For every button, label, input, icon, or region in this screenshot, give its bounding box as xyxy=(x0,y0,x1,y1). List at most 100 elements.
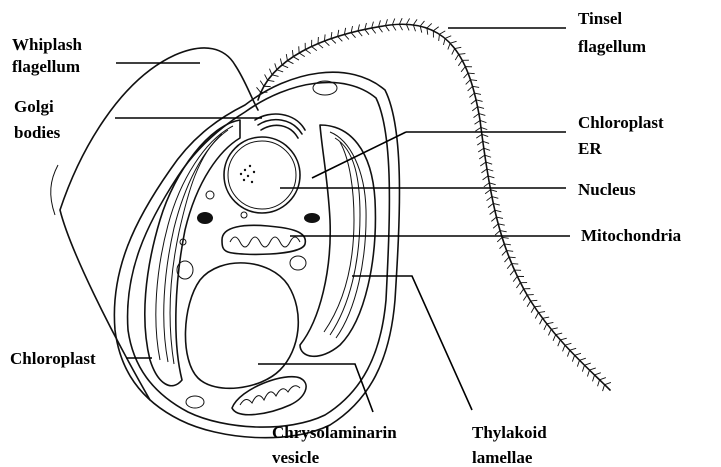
label-thylakoid-lamellae: Thylakoid lamellae xyxy=(472,423,551,467)
label-mitochondria: Mitochondria xyxy=(581,226,682,245)
nucleolus xyxy=(240,165,255,183)
tinsel-hair xyxy=(470,80,477,81)
tinsel-hair xyxy=(312,47,317,51)
tinsel-hair xyxy=(534,306,541,307)
tinsel-hair xyxy=(480,162,485,166)
tinsel-hair xyxy=(472,107,477,111)
tinsel-hair xyxy=(603,385,605,391)
tinsel-hair xyxy=(324,41,329,46)
tinsel-hair xyxy=(399,24,402,30)
tinsel-hair xyxy=(476,134,482,138)
tinsel-hair xyxy=(269,69,272,75)
tinsel-hair xyxy=(475,120,481,124)
tinsel-hair xyxy=(485,190,490,194)
tinsel-hair xyxy=(344,34,349,39)
tinsel-hair xyxy=(531,307,534,313)
tinsel-hair xyxy=(468,86,473,91)
tinsel-hair xyxy=(483,176,488,180)
tinsel-hair xyxy=(491,217,496,221)
label-whiplash-flagellum: Whiplash flagellum xyxy=(12,35,86,76)
tinsel-hair xyxy=(513,276,517,281)
tinsel-hair xyxy=(293,57,299,60)
tinsel-hair xyxy=(475,127,481,131)
tinsel-hair xyxy=(488,203,493,207)
tinsel-hair xyxy=(527,301,530,307)
tinsel-hair xyxy=(268,80,275,81)
chloroplast-left xyxy=(145,120,240,386)
tinsel-hair xyxy=(399,18,402,24)
tinsel-hair xyxy=(523,295,527,301)
tinsel-hair xyxy=(372,28,376,33)
tinsel-hair xyxy=(551,328,558,329)
tinsel-hair xyxy=(305,50,310,54)
label-tinsel-flagellum: Tinsel flagellum xyxy=(578,9,646,56)
tinsel-hair xyxy=(439,34,440,41)
tinsel-hair xyxy=(563,345,565,351)
vesicle xyxy=(186,396,204,408)
tinsel-hair xyxy=(558,340,560,346)
tinsel-hair xyxy=(484,183,489,187)
tinsel-hair xyxy=(478,148,484,152)
tinsel-hair xyxy=(477,141,483,145)
tinsel-hair xyxy=(272,75,279,77)
tinsel-hair xyxy=(358,31,362,36)
nucleus xyxy=(224,137,300,213)
leader-thylakoid xyxy=(352,276,472,410)
whiplash-flagellum-inner xyxy=(51,165,58,215)
vesicle xyxy=(304,213,320,223)
label-chloroplast: Chloroplast xyxy=(10,349,96,368)
tinsel-hair xyxy=(502,251,507,256)
tinsel-hair xyxy=(406,18,409,24)
tinsel-hair xyxy=(466,80,471,85)
label-chrysolaminarin-vesicle: Chrysolaminarin vesicle xyxy=(272,423,401,467)
tinsel-hair xyxy=(452,49,455,55)
label-nucleus: Nucleus xyxy=(578,180,636,199)
tinsel-hair xyxy=(516,283,520,288)
vesicle xyxy=(206,191,214,199)
tinsel-hair xyxy=(510,270,514,275)
vesicle xyxy=(197,212,213,224)
tinsel-hair xyxy=(553,335,556,341)
tinsel-hair xyxy=(509,257,516,258)
tinsel-hair xyxy=(277,70,283,72)
tinsel-hair xyxy=(445,36,451,39)
tinsel-hair xyxy=(318,44,323,48)
tinsel-hair xyxy=(282,65,288,68)
tinsel-hair xyxy=(351,33,355,38)
tinsel-hair xyxy=(598,380,600,386)
tinsel-hair xyxy=(538,312,545,313)
tinsel-hair xyxy=(474,114,479,118)
tinsel-hair xyxy=(471,100,476,104)
tinsel-hair xyxy=(331,39,336,44)
tinsel-hair xyxy=(570,348,576,350)
tinsel-hair xyxy=(450,41,456,43)
label-chloroplast-er: Chloroplast ER xyxy=(578,113,668,158)
tinsel-hair xyxy=(443,38,445,45)
tinsel-hair xyxy=(575,353,581,355)
tinsel-hair xyxy=(461,67,465,72)
leader-chloroplast-er-d xyxy=(312,132,406,178)
tinsel-hair xyxy=(577,360,579,366)
tinsel-hair xyxy=(567,350,569,356)
tinsel-hair xyxy=(365,29,369,34)
tinsel-hair xyxy=(256,87,260,92)
tinsel-hair xyxy=(299,53,305,57)
tinsel-hair xyxy=(547,322,554,323)
tinsel-hair xyxy=(589,368,595,370)
tinsel-hair xyxy=(455,47,462,48)
tinsel-hair xyxy=(458,60,462,65)
tinsel-hair xyxy=(535,313,538,319)
tinsel-hair xyxy=(464,73,468,78)
tinsel-hair xyxy=(490,210,495,214)
tinsel-hair xyxy=(507,264,511,269)
tinsel-hair xyxy=(548,329,551,335)
tinsel-hair xyxy=(455,54,458,60)
tinsel-hair xyxy=(531,300,538,301)
tinsel-hair xyxy=(379,27,383,32)
tinsel-hair xyxy=(543,317,550,318)
tinsel-hair xyxy=(385,26,389,31)
tinsel-hair xyxy=(594,373,600,375)
vesicle xyxy=(290,256,306,270)
tinsel-hair xyxy=(275,63,277,69)
